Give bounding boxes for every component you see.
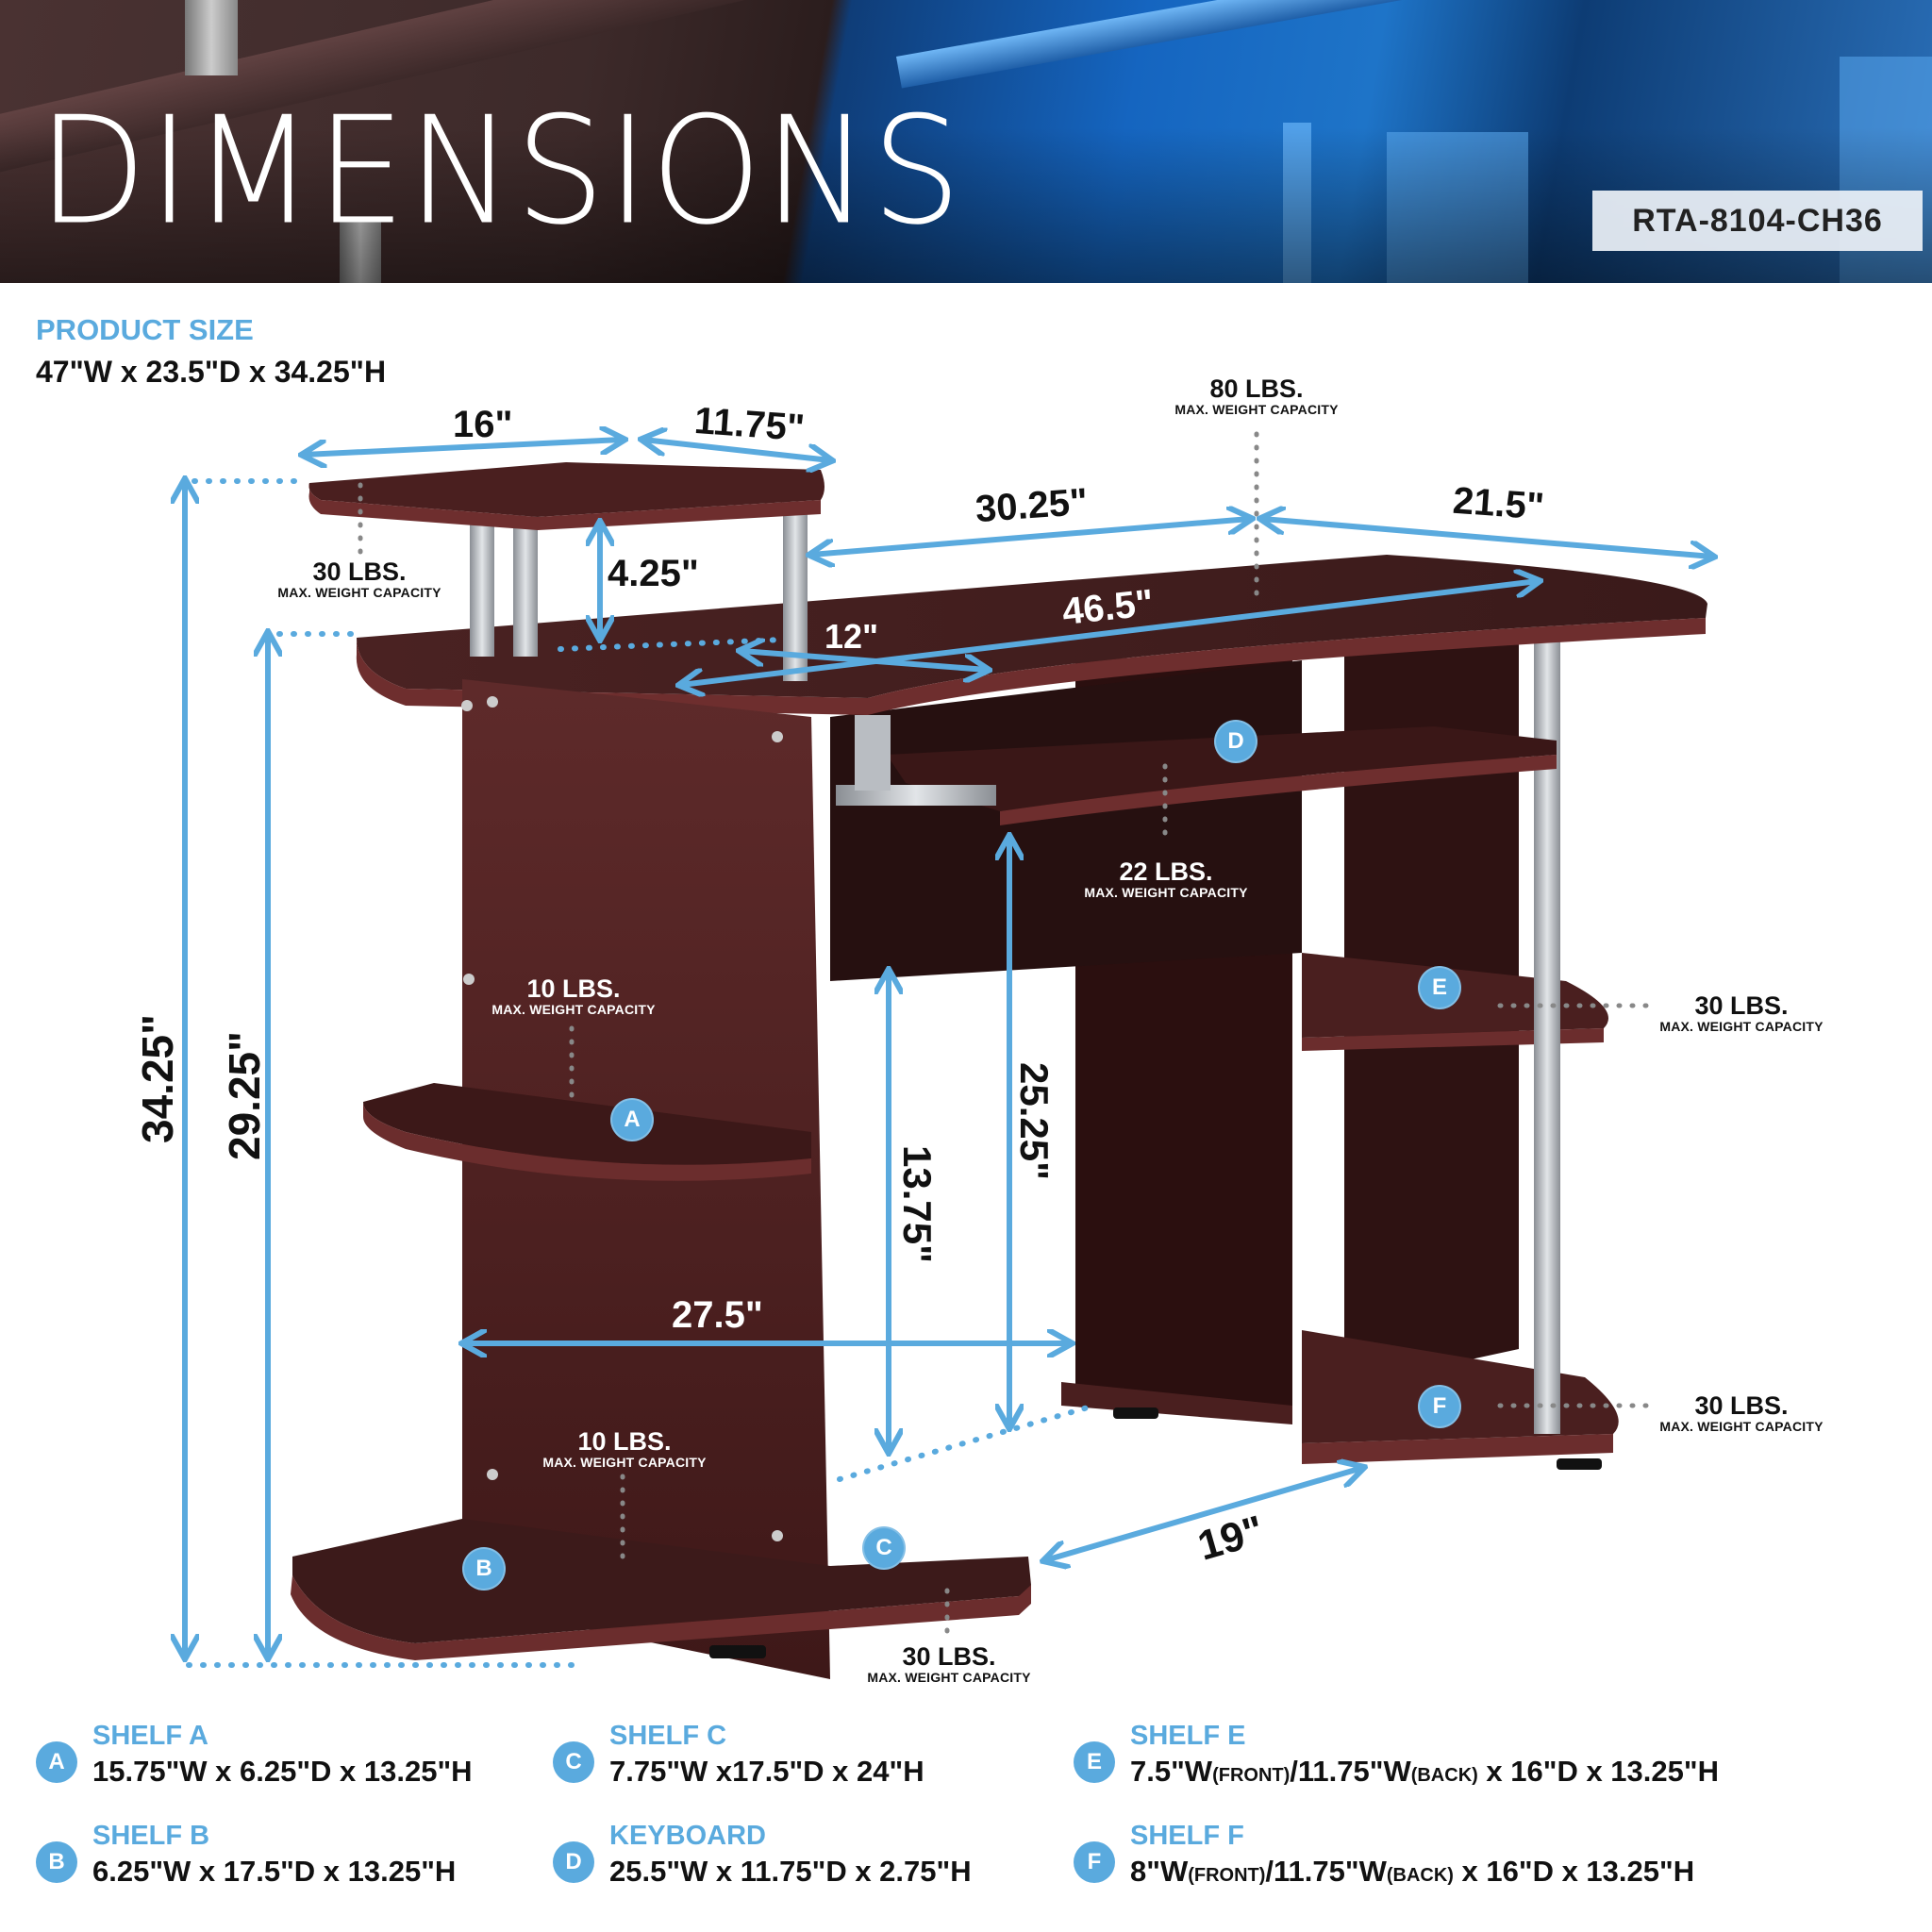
- sku-badge: RTA-8104-CH36: [1592, 191, 1923, 251]
- capacity-caption: MAX. WEIGHT CAPACITY: [277, 585, 441, 600]
- foot: [1113, 1407, 1158, 1419]
- banner-panel: [1283, 123, 1311, 283]
- dim-knee-clearance-height: 25.25": [1012, 1062, 1057, 1181]
- legend-badge: F: [1074, 1841, 1115, 1883]
- dotted-guides: [186, 478, 1097, 1668]
- banner-panel: [1387, 132, 1528, 283]
- page-title: DIMENSIONS: [38, 85, 964, 258]
- desc-part: 7.5"W: [1130, 1755, 1213, 1788]
- legend-item-shelf-c: C SHELF C 7.75"W x17.5"D x 24"H: [553, 1719, 924, 1790]
- capacity-value: 22 LBS.: [1119, 858, 1213, 886]
- dim-total-height: 34.25": [133, 1014, 182, 1143]
- legend-title: SHELF A: [92, 1721, 208, 1751]
- badge-shelf-c: C: [862, 1526, 906, 1570]
- capacity-shelf-e: 30 LBS. MAX. WEIGHT CAPACITY: [1649, 992, 1834, 1034]
- desc-part: x 16"D x 13.25"H: [1477, 1755, 1719, 1788]
- desc-part: (BACK): [1386, 1865, 1454, 1886]
- badge-shelf-b: B: [462, 1547, 506, 1591]
- capacity-value: 30 LBS.: [1694, 991, 1789, 1020]
- badge-keyboard: D: [1214, 720, 1257, 763]
- capacity-keyboard: 22 LBS. MAX. WEIGHT CAPACITY: [1075, 858, 1257, 900]
- desc-part: (BACK): [1410, 1765, 1478, 1786]
- legend-title: SHELF F: [1130, 1821, 1244, 1851]
- legend-title: SHELF E: [1130, 1721, 1246, 1751]
- legend-title: KEYBOARD: [609, 1821, 766, 1851]
- legend-badge: D: [553, 1841, 594, 1883]
- legend-title: SHELF C: [609, 1721, 727, 1751]
- banner-pole: [340, 217, 381, 283]
- capacity-caption: MAX. WEIGHT CAPACITY: [1174, 402, 1339, 417]
- badge-shelf-e: E: [1418, 966, 1461, 1009]
- dim-lower-clearance-height: 13.75": [895, 1145, 940, 1264]
- legend-badge: E: [1074, 1741, 1115, 1783]
- header-banner: DIMENSIONS RTA-8104-CH36: [0, 0, 1932, 283]
- dim-desk-right-depth: 30.25": [974, 480, 1090, 531]
- capacity-shelf-a: 10 LBS. MAX. WEIGHT CAPACITY: [481, 975, 666, 1017]
- dim-knee-width: 27.5": [672, 1294, 763, 1336]
- riser-top: [308, 462, 824, 517]
- desc-part: /11.75"W: [1265, 1855, 1387, 1888]
- capacity-leaders: [358, 431, 1654, 1644]
- dim-riser-height: 4.25": [608, 553, 699, 594]
- dim-riser-width: 16": [453, 404, 513, 445]
- capacity-riser: 30 LBS. MAX. WEIGHT CAPACITY: [270, 558, 449, 600]
- capacity-value: 30 LBS.: [312, 558, 407, 586]
- badge-shelf-a: A: [610, 1098, 654, 1141]
- dim-keyboard-clearance: 12": [824, 617, 879, 656]
- legend-desc: 8"W(FRONT)/11.75"W(BACK) x 16"D x 13.25"…: [1130, 1853, 1694, 1894]
- capacity-shelf-f: 30 LBS. MAX. WEIGHT CAPACITY: [1649, 1392, 1834, 1434]
- legend-badge: A: [36, 1741, 77, 1783]
- capacity-caption: MAX. WEIGHT CAPACITY: [491, 1002, 656, 1017]
- capacity-desktop: 80 LBS. MAX. WEIGHT CAPACITY: [1166, 375, 1347, 417]
- legend-badge: B: [36, 1841, 77, 1883]
- legend-desc: 15.75"W x 6.25"D x 13.25"H: [92, 1755, 473, 1788]
- legend-item-shelf-e: E SHELF E 7.5"W(FRONT)/11.75"W(BACK) x 1…: [1074, 1719, 1719, 1794]
- keyboard-tray: [887, 726, 1557, 811]
- legend-item-shelf-b: B SHELF B 6.25"W x 17.5"D x 13.25"H: [36, 1819, 456, 1890]
- legend-desc: 7.75"W x17.5"D x 24"H: [609, 1755, 924, 1788]
- legend-item-keyboard: D KEYBOARD 25.5"W x 11.75"D x 2.75"H: [553, 1819, 972, 1890]
- desc-part: x 16"D x 13.25"H: [1453, 1855, 1695, 1888]
- desc-part: /11.75"W: [1290, 1755, 1411, 1788]
- capacity-caption: MAX. WEIGHT CAPACITY: [1084, 885, 1248, 900]
- capacity-shelf-c: 30 LBS. MAX. WEIGHT CAPACITY: [857, 1643, 1041, 1685]
- capacity-value: 10 LBS.: [577, 1427, 672, 1456]
- desc-part: (FRONT): [1188, 1865, 1266, 1886]
- capacity-caption: MAX. WEIGHT CAPACITY: [867, 1670, 1031, 1685]
- riser-leg: [470, 515, 494, 657]
- legend-desc: 25.5"W x 11.75"D x 2.75"H: [609, 1855, 972, 1888]
- dimension-lines: [185, 440, 1712, 1657]
- foot: [1557, 1458, 1602, 1470]
- product-size-value: 47"W x 23.5"D x 34.25"H: [36, 355, 387, 389]
- legend-title: SHELF B: [92, 1821, 210, 1851]
- shelf-a: [363, 1083, 811, 1165]
- capacity-value: 30 LBS.: [902, 1642, 996, 1671]
- legend-desc: 7.5"W(FRONT)/11.75"W(BACK) x 16"D x 13.2…: [1130, 1753, 1719, 1794]
- legend-item-shelf-a: A SHELF A 15.75"W x 6.25"D x 13.25"H: [36, 1719, 473, 1790]
- desc-part: 8"W: [1130, 1855, 1189, 1888]
- product-size-label: PRODUCT SIZE: [36, 313, 254, 346]
- dim-desk-right-width: 21.5": [1451, 479, 1546, 528]
- dim-desk-height: 29.25": [220, 1031, 269, 1160]
- capacity-caption: MAX. WEIGHT CAPACITY: [1659, 1419, 1824, 1434]
- capacity-caption: MAX. WEIGHT CAPACITY: [1659, 1019, 1824, 1034]
- badge-shelf-f: F: [1418, 1385, 1461, 1428]
- capacity-value: 10 LBS.: [526, 974, 621, 1003]
- foot: [709, 1645, 766, 1658]
- dim-riser-depth: 11.75": [692, 399, 807, 450]
- legend-badge: C: [553, 1741, 594, 1783]
- legend-item-shelf-f: F SHELF F 8"W(FRONT)/11.75"W(BACK) x 16"…: [1074, 1819, 1694, 1894]
- banner-pole: [185, 0, 238, 75]
- legend-desc: 6.25"W x 17.5"D x 13.25"H: [92, 1855, 457, 1888]
- capacity-shelf-b: 10 LBS. MAX. WEIGHT CAPACITY: [532, 1428, 717, 1470]
- capacity-value: 80 LBS.: [1209, 375, 1304, 403]
- desc-part: (FRONT): [1212, 1765, 1291, 1786]
- capacity-value: 30 LBS.: [1694, 1391, 1789, 1420]
- capacity-caption: MAX. WEIGHT CAPACITY: [542, 1455, 707, 1470]
- riser-leg: [513, 515, 538, 657]
